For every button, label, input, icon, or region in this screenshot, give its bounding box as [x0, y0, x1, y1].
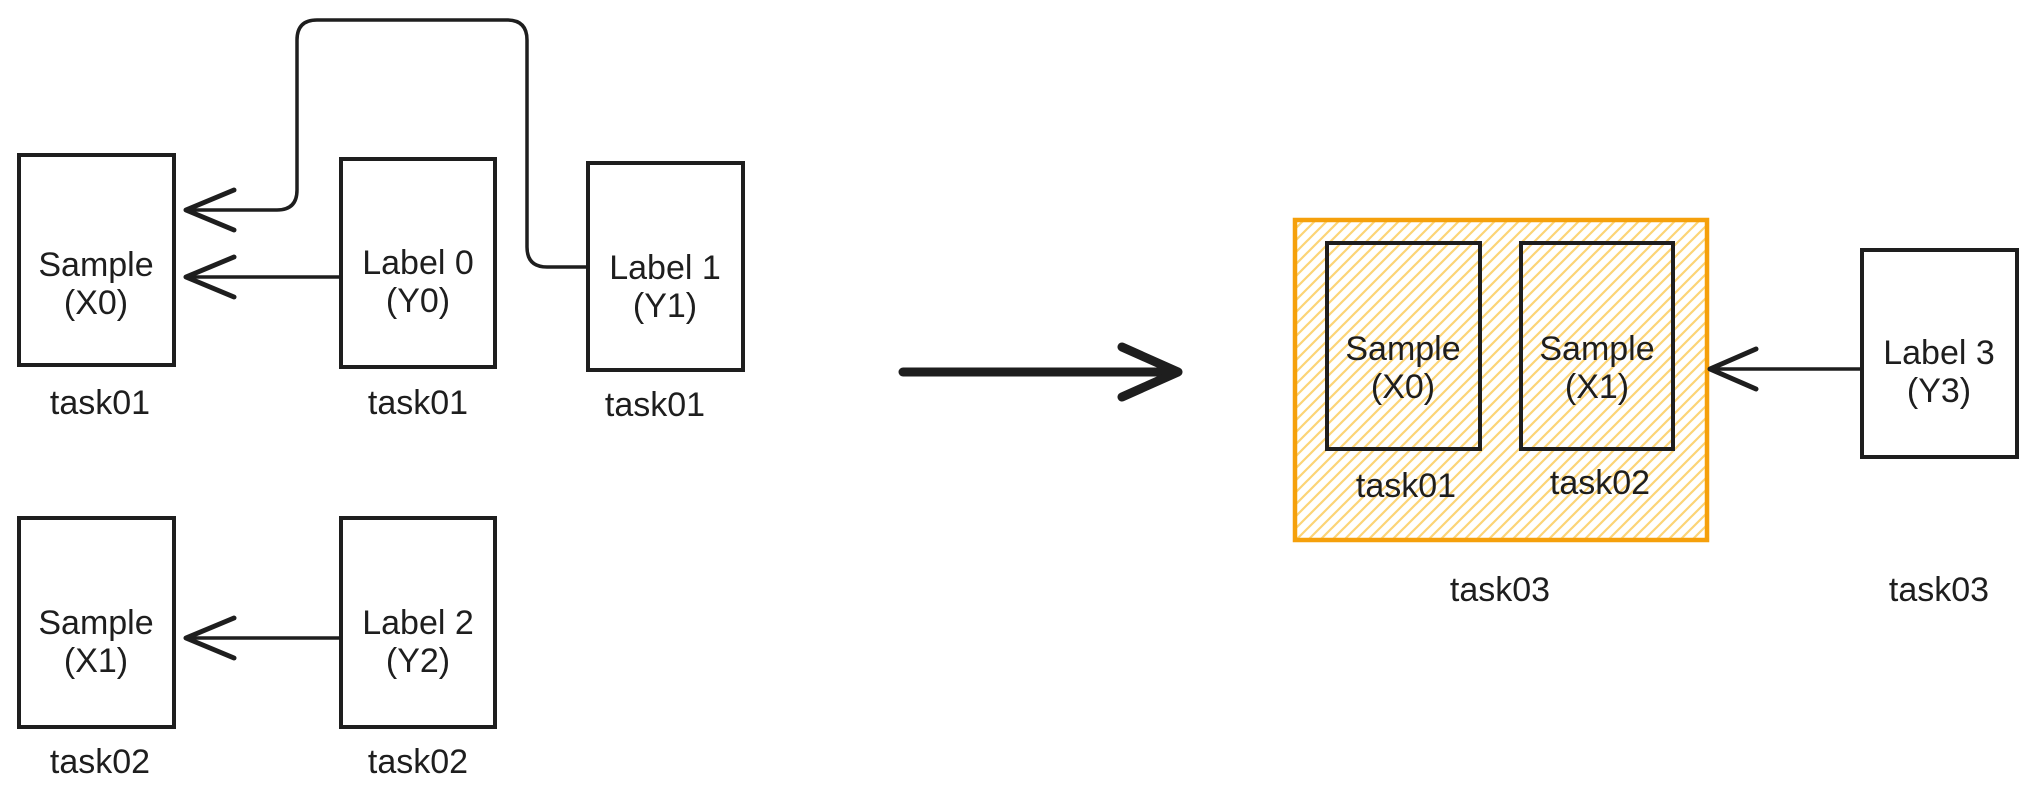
sample-x0-left-box: [17, 153, 176, 367]
label0-box: [339, 157, 497, 369]
arrow-label1-to-sample-x0: [183, 18, 590, 269]
label0-label-line1: Label 0: [362, 244, 474, 282]
label3-label-line1: Label 3: [1883, 334, 1995, 372]
label1-box: [586, 161, 745, 372]
label1-task-caption: task01: [605, 386, 705, 424]
label0-label-line2: (Y0): [386, 282, 450, 320]
arrow-label0-head-icon: [183, 254, 237, 300]
sample-x0-left-label-line2: (X0): [64, 284, 128, 322]
sample-x0-merged-label-line1: Sample: [1345, 330, 1460, 368]
label2-label-line1: Label 2: [362, 604, 474, 642]
sample-x1-merged-label-line1: Sample: [1539, 330, 1654, 368]
arrow-label1-shaft: [190, 18, 590, 269]
arrow-label2-to-sample-x1: [183, 615, 343, 661]
label3-label-line2: (Y3): [1907, 372, 1971, 410]
label3-task-caption: task03: [1889, 571, 1989, 609]
arrow-label2-head-icon: [183, 615, 237, 661]
arrow-label3-to-merged-group: [1707, 346, 1864, 392]
sample-x1-left-label-line1: Sample: [38, 604, 153, 642]
label1-label-line2: (Y1): [633, 287, 697, 325]
merged-group-node: Sample (X0) task01 Sample (X1) task02 ta…: [1292, 217, 1710, 609]
sample-x1-left-box: [17, 516, 176, 729]
sample-x1-merged-box: [1519, 241, 1675, 451]
arrow-label0-to-sample-x0: [183, 254, 343, 300]
label0-task-caption: task01: [368, 384, 468, 422]
merged-group-task-caption: task03: [1450, 571, 1550, 609]
sample-x1-merged-label-line2: (X1): [1565, 368, 1629, 406]
label2-node: Label 2 (Y2) task02: [339, 516, 497, 781]
sample-x0-left-task-caption: task01: [50, 384, 150, 422]
arrow-label1-head-icon: [183, 187, 237, 233]
label0-node: Label 0 (Y0) task01: [339, 157, 497, 422]
sample-x1-left-task-caption: task02: [50, 743, 150, 781]
sample-x1-left-node: Sample (X1) task02: [17, 516, 176, 781]
label1-label-line1: Label 1: [609, 249, 721, 287]
arrow-label3-head-icon: [1707, 346, 1759, 392]
sample-x1-merged-node: Sample (X1) task02: [1519, 241, 1675, 502]
sample-x1-merged-task-caption: task02: [1550, 464, 1650, 502]
merge-arrow-icon: [898, 342, 1183, 402]
label2-task-caption: task02: [368, 743, 468, 781]
sample-x0-merged-label-line2: (X0): [1371, 368, 1435, 406]
sample-x0-merged-node: Sample (X0) task01: [1325, 241, 1482, 505]
merge-arrow-head: [1117, 342, 1183, 402]
label2-box: [339, 516, 497, 729]
sample-x0-left-label-line1: Sample: [38, 246, 153, 284]
sample-x0-merged-task-caption: task01: [1356, 467, 1456, 505]
label3-node: Label 3 (Y3) task03: [1860, 248, 2019, 609]
sample-x0-merged-box: [1325, 241, 1482, 451]
label1-node: Label 1 (Y1) task01: [586, 161, 745, 424]
sample-x0-left-node: Sample (X0) task01: [17, 153, 176, 422]
merged-group-box: [1292, 217, 1710, 543]
label3-box: [1860, 248, 2019, 459]
label2-label-line2: (Y2): [386, 642, 450, 680]
sample-x1-left-label-line2: (X1): [64, 642, 128, 680]
